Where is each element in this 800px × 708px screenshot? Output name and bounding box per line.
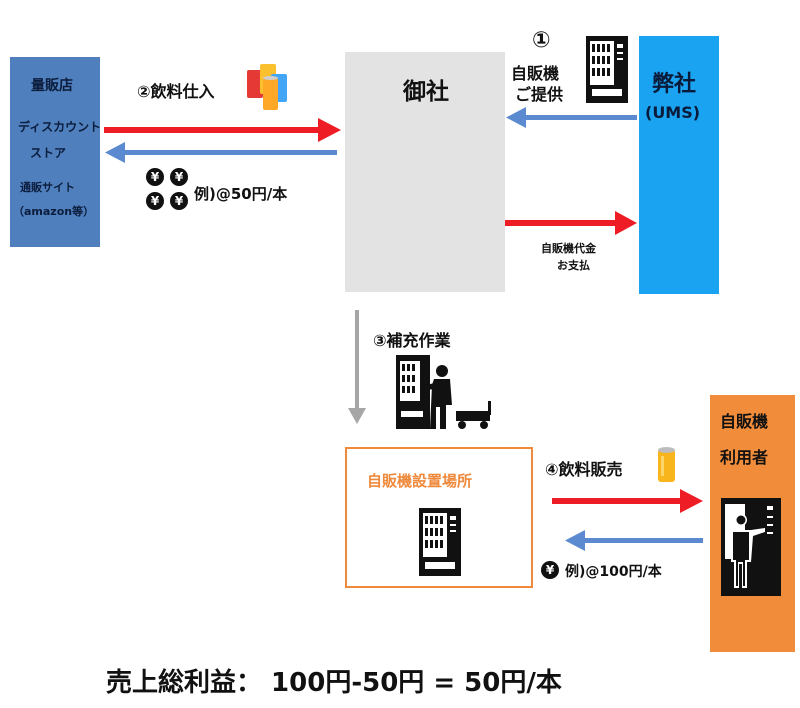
store-line2: ストア (30, 146, 67, 160)
store-line3: 通販サイト (20, 181, 75, 194)
step1-line1: 自販機 (511, 64, 560, 83)
yen-coin-icon: ¥ (146, 168, 164, 186)
store-box (10, 57, 100, 247)
client-box (345, 52, 505, 292)
yen-coin-icon: ¥ (146, 192, 164, 210)
user-line1: 自販機 (720, 412, 769, 431)
vending-machine-icon (586, 36, 628, 103)
site-title: 自販機設置場所 (367, 472, 473, 490)
arrow-machine-payment (505, 211, 637, 235)
step1-line2: ご提供 (515, 85, 564, 104)
ums-subtitle: (UMS) (645, 103, 701, 122)
gross-profit-formula: 売上総利益： 100円-50円 = 50円/本 (106, 668, 562, 698)
arrow-payment-to-store (105, 142, 337, 163)
yen-coin-icon: ¥ (170, 192, 188, 210)
step4-label: ④飲料販売 (545, 460, 623, 479)
drink-cans-icon (247, 64, 287, 110)
step2-label: ②飲料仕入 (137, 82, 215, 101)
store-line1: ディスカウント (18, 120, 102, 134)
drink-can-icon (658, 447, 675, 482)
step4-price: 例)@100円/本 (565, 564, 662, 580)
ums-title: 弊社 (652, 72, 697, 97)
payment-line2: お支払 (557, 259, 590, 272)
step3-label: ③補充作業 (373, 331, 451, 350)
worker-refill-icon (396, 355, 491, 429)
arrow-machine-provision (506, 107, 637, 128)
user-line2: 利用者 (720, 448, 769, 467)
client-title: 御社 (403, 79, 449, 105)
ums-box (639, 36, 719, 294)
yen-coin-icon: ¥ (170, 168, 188, 186)
arrow-refill (348, 310, 366, 424)
arrow-user-payment (565, 530, 703, 551)
step2-price: 例)@50円/本 (194, 185, 288, 203)
payment-line1: 自販機代金 (541, 242, 596, 255)
step1-number: ① (532, 28, 551, 53)
arrow-drink-purchase (104, 118, 341, 142)
arrow-drink-sale (552, 489, 703, 513)
store-line4: （amazon等） (13, 205, 95, 218)
yen-coin-icon: ¥ (541, 561, 559, 579)
user-at-vending-machine-icon (721, 498, 781, 596)
site-vending-machine-icon (419, 508, 461, 576)
store-title: 量販店 (31, 78, 73, 94)
